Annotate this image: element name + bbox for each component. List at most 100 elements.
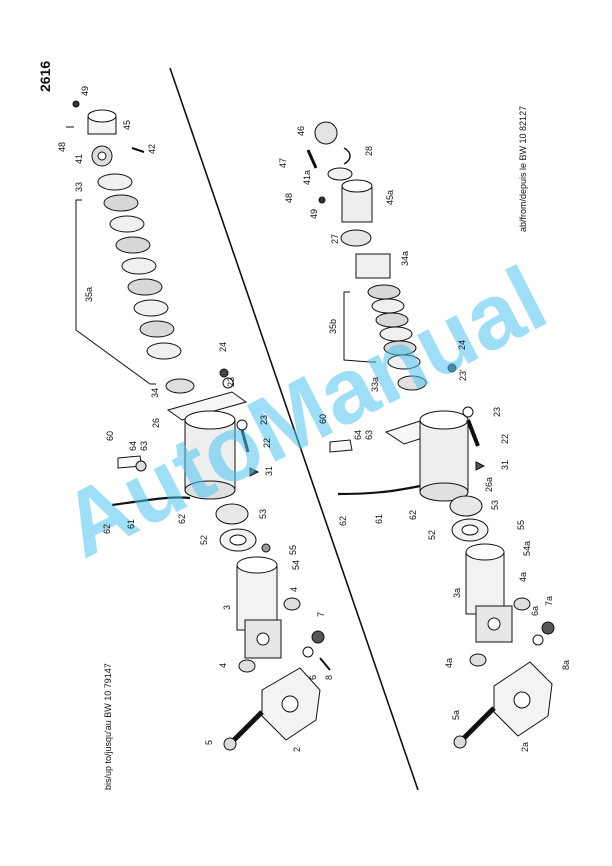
header-right: ab/from/depuis le BW 10 82127 bbox=[518, 106, 528, 232]
left-assembly bbox=[66, 100, 331, 751]
nut-part bbox=[72, 100, 80, 108]
seal-stack bbox=[97, 173, 195, 394]
part-label: 35a bbox=[84, 287, 94, 302]
part-label: 52 bbox=[199, 535, 209, 545]
part-label: 4a bbox=[444, 658, 454, 668]
nut-7 bbox=[311, 630, 325, 644]
nut-49 bbox=[318, 196, 326, 204]
part-label: 5 bbox=[204, 740, 214, 745]
part-label: 8 bbox=[324, 675, 334, 680]
divider-line bbox=[169, 67, 419, 791]
part-label: 53 bbox=[258, 509, 268, 519]
part-label: 41a bbox=[302, 170, 312, 185]
grease-54 bbox=[261, 543, 271, 553]
right-assembly bbox=[306, 121, 555, 749]
lever-handle-r bbox=[329, 439, 353, 453]
header-left: bis/up to/jusqu'au BW 10 79147 bbox=[103, 663, 113, 790]
washer-6 bbox=[302, 646, 314, 658]
left-part-labels: 49 48 45 42 41 33 35a 34 24 23 26 60 64 … bbox=[57, 86, 334, 752]
bolt-5-head bbox=[223, 737, 237, 751]
seal-stack-35b bbox=[367, 284, 427, 391]
part-label: 62 bbox=[177, 514, 187, 524]
part-label: 48 bbox=[57, 142, 67, 152]
part-label: 54a bbox=[522, 541, 532, 556]
part-label: 52 bbox=[427, 530, 437, 540]
cable-61 bbox=[111, 496, 191, 507]
part-label: 26 bbox=[151, 418, 161, 428]
part-label: 34a bbox=[400, 251, 410, 266]
right-part-labels: 46 47 28 41a 48 49 45a 27 34a 35b 33a 24… bbox=[278, 126, 571, 752]
part-label: 24 bbox=[218, 342, 228, 352]
part-label: 53 bbox=[490, 500, 500, 510]
part-label: 60 bbox=[318, 414, 328, 424]
part-label: 41 bbox=[74, 154, 84, 164]
part-label: 6a bbox=[530, 606, 540, 616]
part-label: 3 bbox=[222, 605, 232, 610]
bolt-5a bbox=[460, 706, 496, 742]
part-label: 33a bbox=[370, 377, 380, 392]
lever-hole-r bbox=[513, 691, 531, 709]
bolt-5a-head bbox=[453, 735, 467, 749]
part-label: 63 bbox=[364, 430, 374, 440]
nut-7a bbox=[541, 621, 555, 635]
pin-8 bbox=[319, 657, 331, 671]
part-label: 62 bbox=[408, 510, 418, 520]
ring-27 bbox=[340, 229, 372, 247]
group-bracket-35b bbox=[343, 291, 376, 363]
part-label: 4a bbox=[518, 572, 528, 582]
ring-53 bbox=[215, 503, 249, 525]
sleeve-34a bbox=[355, 253, 391, 279]
part-label: 23 bbox=[226, 377, 236, 387]
part-label: 35b bbox=[328, 319, 338, 334]
nut-24 bbox=[219, 368, 229, 378]
cable-61r bbox=[337, 484, 421, 496]
part-label: 4 bbox=[289, 587, 299, 592]
part-label: 45 bbox=[122, 120, 132, 130]
part-label: 5a bbox=[451, 710, 461, 720]
ring-53r bbox=[449, 495, 483, 517]
part-label: 7a bbox=[544, 596, 554, 606]
shaft-3a bbox=[465, 543, 513, 643]
bush-4a bbox=[283, 597, 301, 611]
fitting-31r bbox=[475, 461, 486, 471]
screw-part bbox=[131, 147, 145, 153]
part-label: 2a bbox=[520, 742, 530, 752]
bolt-5 bbox=[230, 710, 264, 744]
cap-45a-top bbox=[341, 179, 373, 193]
bolt-22r bbox=[466, 419, 480, 447]
part-label: 55 bbox=[516, 520, 526, 530]
part-label: 55 bbox=[288, 545, 298, 555]
group-bracket bbox=[75, 199, 156, 385]
part-label: 22 bbox=[262, 438, 272, 448]
part-label: 34 bbox=[150, 388, 160, 398]
part-label: 47 bbox=[278, 158, 288, 168]
part-label: 28 bbox=[364, 146, 374, 156]
part-label: 26a bbox=[484, 477, 494, 492]
shaft-part bbox=[236, 556, 282, 659]
part-label: 2 bbox=[292, 747, 302, 752]
part-label: 8a bbox=[561, 660, 571, 670]
part-label: 42 bbox=[147, 144, 157, 154]
part-label: 4 bbox=[218, 663, 228, 668]
fitting-31 bbox=[249, 467, 260, 477]
part-label: 46 bbox=[296, 126, 306, 136]
washer-6a bbox=[532, 634, 544, 646]
part-label: 7 bbox=[316, 612, 326, 617]
ring-41a bbox=[327, 167, 353, 181]
part-label: 61 bbox=[126, 519, 136, 529]
washer-hole bbox=[97, 151, 107, 161]
ring-52r-inner bbox=[461, 524, 479, 536]
part-label: 3a bbox=[452, 588, 462, 598]
housing-26a bbox=[384, 410, 469, 502]
part-label: 60 bbox=[105, 431, 115, 441]
part-label: 61 bbox=[374, 514, 384, 524]
part-label: 63 bbox=[139, 441, 149, 451]
part-label: 62 bbox=[338, 516, 348, 526]
part-label: 48 bbox=[284, 193, 294, 203]
bush-4a-r2 bbox=[469, 653, 487, 667]
part-label: 23 bbox=[492, 407, 502, 417]
part-label: 62 bbox=[102, 524, 112, 534]
nut-24r bbox=[447, 363, 457, 373]
part-label: 64 bbox=[353, 430, 363, 440]
